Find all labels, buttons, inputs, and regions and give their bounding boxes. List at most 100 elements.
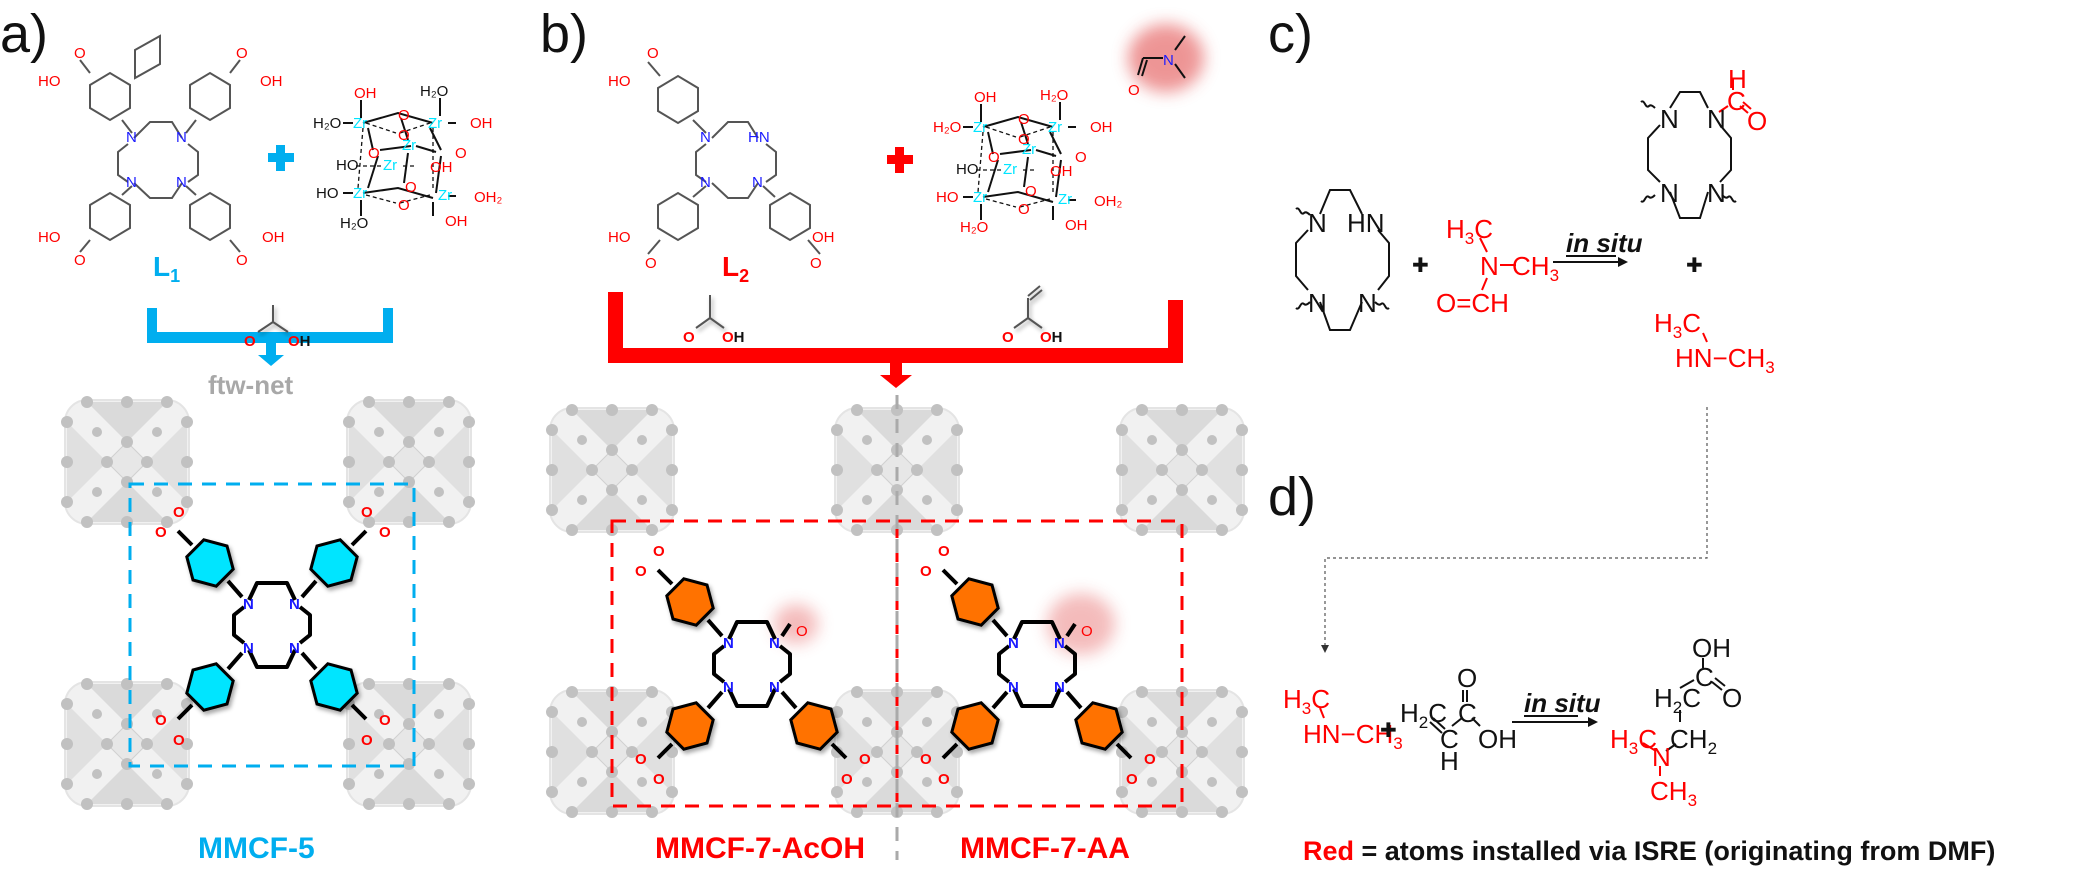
l1-n-atom: N [176, 174, 187, 191]
cyclen-bond [247, 581, 297, 601]
plus-icon [268, 145, 294, 171]
reaction-bracket-b [608, 292, 1183, 388]
dmf-n: N [1480, 251, 1499, 281]
connector-dotted-line [1324, 407, 1708, 645]
l2-hn-atom: HN [748, 129, 770, 146]
reaction-bracket-a [147, 308, 393, 366]
acetic-acid-modulator-b [695, 295, 725, 329]
cyclen-n-atom: N [1707, 178, 1726, 208]
product-mmcf-7-aa: MMCF-7-AA [960, 832, 1130, 865]
nitrogen-atom: N [1008, 635, 1019, 652]
product-mmcf-5: MMCF-5 [198, 832, 315, 865]
nitrogen-atom: N [243, 596, 254, 613]
l2-hydroxyl: OH [812, 229, 835, 246]
cyclen-bond [997, 644, 1011, 684]
aryl-ring [950, 577, 1000, 627]
l1-carbonyl-o: O [74, 252, 86, 269]
dmf-molecule-highlight [1128, 24, 1204, 92]
reactant-cyclen-ring [1295, 189, 1390, 331]
svg-text:HO: HO [316, 185, 339, 202]
mmcf7-framework [545, 395, 1249, 860]
formyl-bond [1065, 622, 1077, 638]
product-oh: OH [1692, 633, 1731, 663]
bond [1702, 332, 1708, 343]
svg-text:OH₂: OH₂ [1094, 193, 1123, 210]
carboxylate-o: O [173, 504, 185, 521]
dmf-n-atom: N [1163, 52, 1174, 69]
svg-text:Zr: Zr [383, 157, 397, 174]
cyclen-hn-atom: HN [1347, 208, 1385, 238]
nitrogen-atom: N [243, 640, 254, 657]
product-c: C [1695, 662, 1714, 692]
carboxylate-o: O [859, 751, 871, 768]
formyl-o: O [1081, 623, 1093, 640]
connector-arrowhead [1321, 645, 1329, 653]
aryl-ring [789, 701, 839, 751]
carboxylate-bond [350, 529, 368, 547]
l1-hydroxyl: OH [262, 229, 285, 246]
l1-hydroxyl: HO [38, 229, 61, 246]
l1-n-atom: N [126, 129, 137, 146]
nitrogen-atom: N [723, 679, 734, 696]
ligand-l1-label: L1 [153, 251, 180, 286]
zr6-cluster-b [963, 102, 1076, 220]
panel-label-d: d) [1268, 467, 1316, 527]
product-ch3: CH3 [1650, 776, 1697, 810]
cyclen-n-atom: N [1660, 178, 1679, 208]
l1-carbonyl-o: O [236, 252, 248, 269]
carboxylate-bond [941, 568, 959, 586]
acrylic-ch: C [1440, 724, 1459, 754]
svg-text:O: O [368, 145, 380, 162]
svg-text:OH: OH [430, 159, 453, 176]
carboxylate-o: O [841, 771, 853, 788]
dmf-formyl: O=CH [1436, 288, 1509, 318]
carboxylate-o: O [361, 504, 373, 521]
acrylic-oh: OH [1478, 724, 1517, 754]
l2-hydroxyl: HO [608, 229, 631, 246]
acrylic-acid-reactant [1429, 690, 1481, 734]
nitrogen-atom: N [1054, 679, 1065, 696]
svg-text:O: O [1018, 111, 1030, 128]
svg-text:Zr: Zr [353, 185, 367, 202]
aryl-bond [991, 618, 1009, 638]
svg-text:OH: OH [445, 213, 468, 230]
carboxylate-o: O [379, 712, 391, 729]
aryl-bond [1065, 690, 1083, 710]
svg-text:O: O [398, 197, 410, 214]
aryl-ring [185, 538, 235, 588]
carboxylate-bond [1115, 742, 1133, 760]
aryl-ring [950, 701, 1000, 751]
svg-text:Zr: Zr [1003, 161, 1017, 178]
panel-label-b: b) [540, 4, 588, 64]
aryl-ring [665, 577, 715, 627]
l2-n-atom: N [700, 129, 711, 146]
svg-text:OH: OH [470, 115, 493, 132]
dmf-ch3: CH3 [1512, 251, 1559, 285]
svg-text:Zr: Zr [438, 187, 452, 204]
aryl-bond [300, 651, 318, 671]
l1-n-atom: N [176, 129, 187, 146]
l1-hydroxyl: OH [260, 73, 283, 90]
cyclen-bond [232, 605, 246, 645]
l1-carbonyl-o: O [236, 45, 248, 62]
cyclen-n-atom: N [1707, 104, 1726, 134]
carboxylate-bond [830, 742, 848, 760]
l2-n-atom: N [700, 174, 711, 191]
formyl-o: O [796, 623, 808, 640]
svg-text:H₂O: H₂O [1040, 87, 1068, 104]
ftw-net-label: ftw-net [208, 370, 294, 400]
product-n: N [1652, 742, 1671, 772]
svg-text:H₂O: H₂O [933, 119, 961, 136]
acrylic-h: H [1440, 746, 1459, 776]
acrylic-h2c: H2C [1400, 698, 1447, 732]
aryl-bond [706, 618, 724, 638]
nitrogen-atom: N [1054, 635, 1065, 652]
aryl-ring [1074, 701, 1124, 751]
panel-label-c: c) [1268, 4, 1313, 64]
product-o: O [1722, 683, 1742, 713]
carboxylate-o: O [938, 543, 950, 560]
cyclen-n-atom: N [1358, 288, 1377, 318]
l2-n-atom: N [752, 174, 763, 191]
dimethylamine-hn: HN−CH3 [1675, 343, 1775, 377]
reaction-condition-in-situ: in situ [1524, 688, 1601, 718]
